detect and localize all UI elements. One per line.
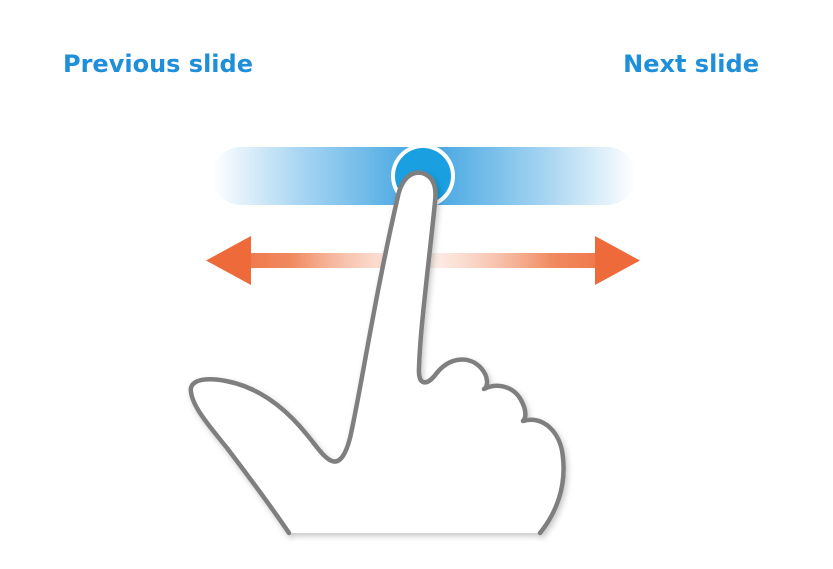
hand-pointer-icon — [188, 170, 566, 536]
previous-slide-label[interactable]: Previous slide — [63, 50, 253, 78]
swipe-left-arrow-icon — [206, 236, 420, 285]
swipe-right-arrow-icon — [420, 236, 640, 285]
next-slide-label[interactable]: Next slide — [623, 50, 759, 78]
